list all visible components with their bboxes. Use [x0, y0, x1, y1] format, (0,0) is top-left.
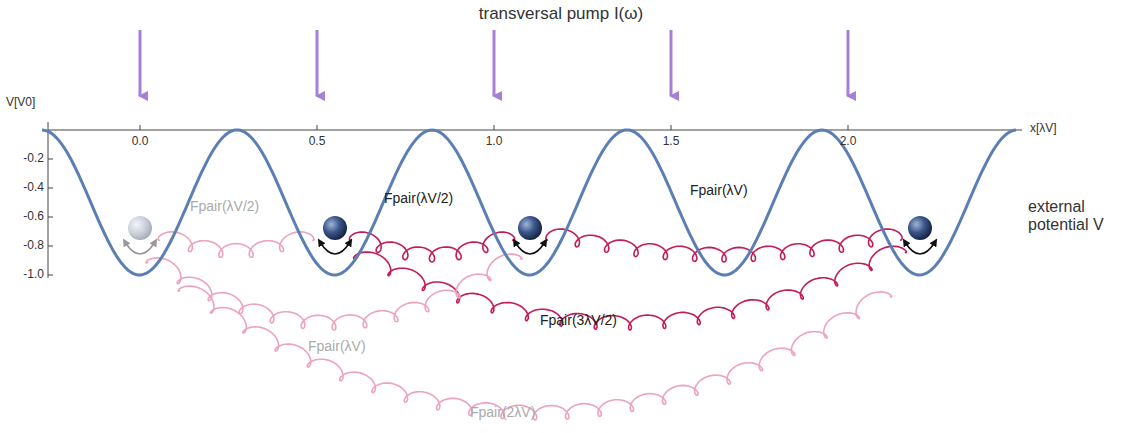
tick-label: -1.0	[23, 268, 44, 282]
axes	[48, 122, 1022, 278]
force-label: Fpair(λV)	[308, 338, 366, 354]
tick-label: 0.5	[309, 135, 326, 149]
pair-springs	[146, 229, 906, 420]
particles	[125, 216, 935, 254]
force-label: Fpair(2λV)	[470, 404, 535, 420]
tick-label: -0.4	[23, 181, 44, 195]
tick-label: -0.2	[23, 152, 44, 166]
axis-label: V[V0]	[6, 96, 35, 110]
tick-label: -0.6	[23, 210, 44, 224]
force-label: Fpair(λV/2)	[384, 190, 453, 206]
potential-curve	[42, 130, 1016, 275]
tick-label: 2.0	[840, 135, 857, 149]
force-label: Fpair(λV)	[690, 182, 748, 198]
force-label: Fpair(3λV/2)	[540, 312, 617, 328]
tick-label: 1.0	[486, 135, 503, 149]
potential-label: external potential V	[1028, 198, 1118, 235]
axis-label: x[λV]	[1030, 122, 1057, 136]
tick-label: 0.0	[132, 135, 149, 149]
pump-title: transversal pump I(ω)	[479, 4, 643, 24]
tick-label: -0.8	[23, 239, 44, 253]
force-label: Fpair(λV/2)	[190, 198, 259, 214]
tick-label: 1.5	[663, 135, 680, 149]
pump-arrows	[140, 30, 848, 96]
